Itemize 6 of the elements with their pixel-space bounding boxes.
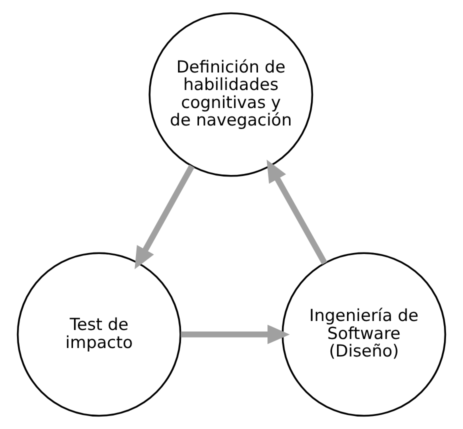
node-circle: Test de impacto xyxy=(16,252,182,417)
node-circle: Definición de habilidades cognitivas y de navegación xyxy=(148,12,314,177)
arrow xyxy=(180,324,290,344)
arrow xyxy=(134,164,194,270)
node-circle: Ingeniería de Software (Diseño) xyxy=(282,252,446,417)
arrow xyxy=(266,160,328,265)
